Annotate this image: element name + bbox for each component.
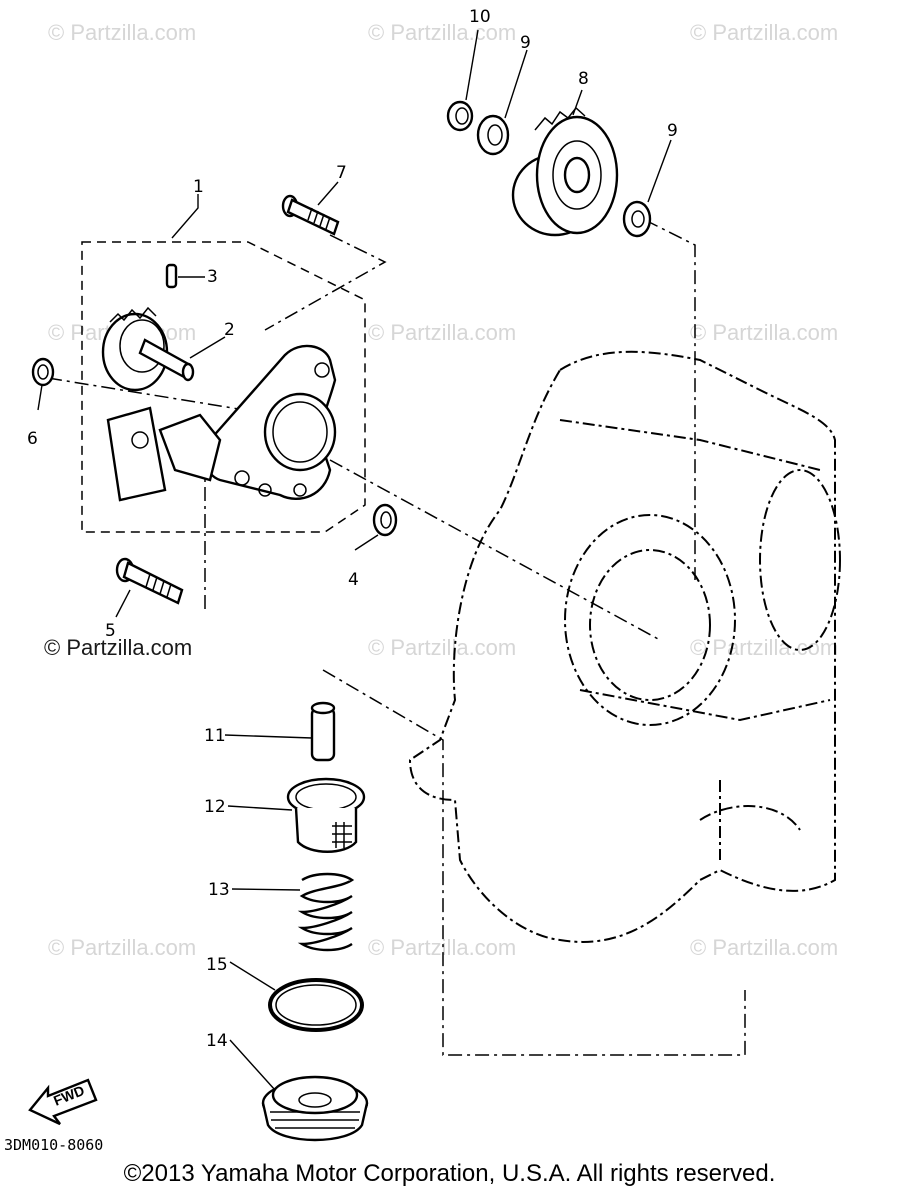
watermark: © Partzilla.com: [48, 935, 196, 960]
watermark: © Partzilla.com: [368, 20, 516, 45]
callout-14: 14: [206, 1031, 228, 1051]
callout-15: 15: [206, 955, 228, 975]
callout-labels: 1 2 3 4 5 6 7 8 9 9 10 11 12 13 15 14: [27, 7, 678, 1051]
callout-11: 11: [204, 726, 226, 746]
callout-5: 5: [105, 621, 116, 641]
o-ring-large-part: [268, 978, 364, 1032]
oil-pump-assembly: [106, 344, 337, 502]
callout-7: 7: [336, 163, 347, 183]
callout-9: 9: [520, 33, 531, 53]
shaft-gear-part: [101, 306, 195, 392]
callout-13: 13: [208, 880, 230, 900]
fwd-arrow-icon: FWD: [28, 1078, 98, 1126]
washer-part: [622, 200, 652, 238]
assembly-box: [81, 241, 366, 533]
watermark: © Partzilla.com: [690, 20, 838, 45]
bolt-part: [281, 194, 340, 236]
pin-part: [165, 263, 178, 289]
watermark: © Partzilla.com: [368, 935, 516, 960]
leader-lines: [37, 29, 672, 1091]
o-ring-part: [31, 357, 55, 387]
watermark: © Partzilla.com: [368, 320, 516, 345]
strainer-part: [286, 777, 366, 853]
copyright-notice: ©2013 Yamaha Motor Corporation, U.S.A. A…: [123, 1160, 776, 1187]
plug-part: [261, 1075, 369, 1142]
watermark-main: © Partzilla.com: [44, 635, 192, 660]
watermark: © Partzilla.com: [690, 635, 838, 660]
crankcase-outline: [408, 350, 841, 943]
o-ring-part: [372, 503, 398, 537]
callout-10: 10: [469, 7, 491, 27]
alignment-lines: [47, 219, 746, 1056]
callout-4: 4: [348, 570, 359, 590]
callout-1: 1: [193, 177, 204, 197]
callout-2: 2: [224, 320, 235, 340]
spring-part: [297, 872, 355, 952]
gear-part: [511, 106, 619, 237]
circlip-part: [446, 100, 474, 132]
watermark-layer: © Partzilla.com © Partzilla.com © Partzi…: [44, 20, 838, 960]
callout-9: 9: [667, 121, 678, 141]
diagram-code: 3DM010-8060: [4, 1136, 103, 1154]
bolt-part: [115, 557, 184, 605]
watermark: © Partzilla.com: [368, 635, 516, 660]
callout-3: 3: [207, 267, 218, 287]
callout-6: 6: [27, 429, 38, 449]
callout-8: 8: [578, 69, 589, 89]
watermark: © Partzilla.com: [690, 320, 838, 345]
watermark: © Partzilla.com: [48, 20, 196, 45]
pipe-part: [310, 701, 336, 762]
callout-12: 12: [204, 797, 226, 817]
watermark: © Partzilla.com: [690, 935, 838, 960]
washer-part: [476, 114, 510, 156]
